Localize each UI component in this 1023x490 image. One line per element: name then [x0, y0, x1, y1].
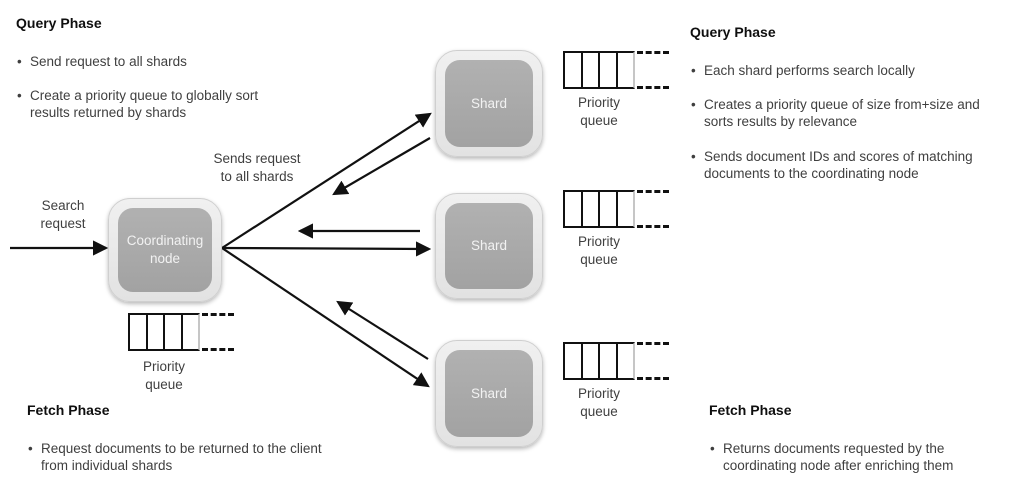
priority-queue-continuation [637, 190, 669, 228]
priority-queue-middle-graphic [563, 190, 669, 228]
query-phase-right-section: Query Phase Each shard performs search l… [690, 23, 1010, 199]
priority-queue-continuation [637, 342, 669, 380]
sends-request-label: Sends request to all shards [213, 151, 301, 184]
priority-queue-bottom-graphic [563, 342, 669, 380]
query-phase-left-heading: Query Phase [16, 15, 102, 31]
shard-node-top-label: Shard [445, 60, 533, 147]
query-phase-left-section: Query Phase Send request to all shards C… [16, 14, 316, 139]
return-from-top-shard-arrow [332, 137, 431, 196]
shard-node-middle-label: Shard [445, 203, 533, 289]
fetch-phase-left-heading: Fetch Phase [27, 402, 110, 418]
fetch-phase-left-list: Request documents to be returned to the … [27, 440, 367, 474]
priority-queue-cells [563, 51, 635, 89]
priority-queue-cells [128, 313, 200, 351]
fetch-phase-right-section: Fetch Phase Returns documents requested … [709, 401, 1009, 490]
bullet-item: Returns documents requested by the coord… [709, 440, 1009, 474]
coordinating-node-label: Coordinating node [118, 208, 212, 292]
bullet-item: Send request to all shards [16, 53, 316, 70]
bullet-item: Create a priority queue to globally sort… [16, 87, 316, 121]
priority-queue-top-label: Priority queue [577, 95, 620, 128]
coordinating-node: Coordinating node [108, 198, 222, 302]
priority-queue-cells [563, 190, 635, 228]
priority-queue-continuation [637, 51, 669, 89]
query-phase-right-heading: Query Phase [690, 24, 776, 40]
search-request-label: Search request [40, 198, 86, 231]
shard-node-bottom-label: Shard [445, 350, 533, 437]
priority-queue-middle-label: Priority queue [577, 234, 620, 267]
shard-node-top: Shard [435, 50, 543, 157]
request-to-bottom-shard-arrow [221, 247, 430, 388]
query-phase-right-list: Each shard performs search locally Creat… [690, 62, 1010, 182]
bullet-item: Sends document IDs and scores of matchin… [690, 148, 1010, 182]
priority-queue-cells [563, 342, 635, 380]
priority-queue-left-label: Priority queue [142, 359, 185, 392]
shard-node-middle: Shard [435, 193, 543, 299]
priority-queue-bottom-label: Priority queue [577, 386, 620, 419]
request-to-middle-shard-arrow [221, 241, 432, 257]
priority-queue-top-graphic [563, 51, 669, 89]
fetch-phase-right-heading: Fetch Phase [709, 402, 792, 418]
bullet-item: Each shard performs search locally [690, 62, 1010, 79]
priority-queue-continuation [202, 313, 234, 351]
request-to-top-shard-arrow [221, 112, 432, 249]
fetch-phase-right-list: Returns documents requested by the coord… [709, 440, 1009, 474]
query-phase-left-list: Send request to all shards Create a prio… [16, 53, 316, 121]
return-from-bottom-shard-arrow [336, 300, 429, 360]
bullet-item: Creates a priority queue of size from+si… [690, 96, 1010, 130]
bullet-item: Request documents to be returned to the … [27, 440, 367, 474]
shard-node-bottom: Shard [435, 340, 543, 447]
priority-queue-left-graphic [128, 313, 234, 351]
fetch-phase-left-section: Fetch Phase Request documents to be retu… [27, 401, 367, 490]
